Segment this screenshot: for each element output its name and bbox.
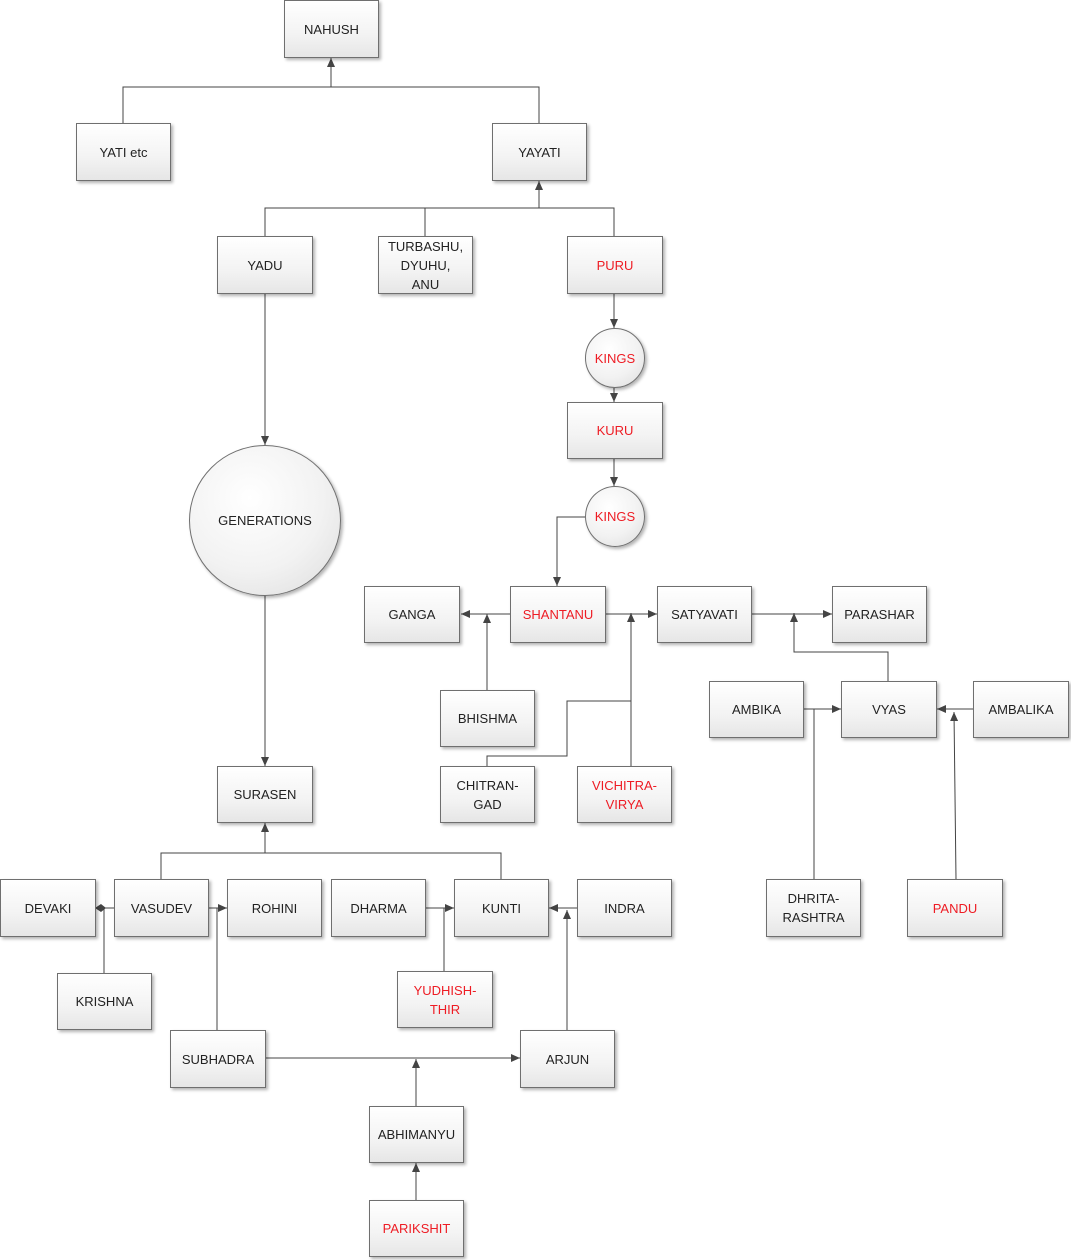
node-bhishma: BHISHMA — [440, 690, 535, 747]
node-kings-2: KINGS — [585, 486, 645, 547]
node-vyas: VYAS — [841, 681, 937, 738]
node-chitrangad: CHITRAN- GAD — [440, 766, 535, 823]
node-ambalika: AMBALIKA — [973, 681, 1069, 738]
edge-yadu-to-yayati — [264, 207, 539, 236]
edge-yati-to-nahush — [122, 86, 331, 123]
node-generations: GENERATIONS — [189, 445, 341, 596]
node-pandu: PANDU — [907, 879, 1003, 937]
node-yati: YATI etc — [76, 123, 171, 181]
node-dharma: DHARMA — [331, 879, 426, 937]
node-dhritarashtra: DHRITA- RASHTRA — [766, 879, 861, 937]
node-yadu: YADU — [217, 236, 313, 294]
node-turbashu: TURBASHU, DYUHU, ANU — [378, 236, 473, 294]
node-vasudev: VASUDEV — [114, 879, 209, 937]
node-shantanu: SHANTANU — [510, 586, 606, 643]
node-kunti: KUNTI — [454, 879, 549, 937]
node-kuru: KURU — [567, 402, 663, 459]
node-satyavati: SATYAVATI — [657, 586, 752, 643]
node-ganga: GANGA — [364, 586, 460, 643]
edge-puru-to-yayati — [535, 181, 615, 236]
node-ambika: AMBIKA — [709, 681, 804, 738]
edge-pandu-to-union — [950, 711, 959, 880]
node-abhimanyu: ABHIMANYU — [369, 1106, 464, 1163]
node-nahush: NAHUSH — [284, 0, 379, 58]
edge-kings2-to-shantanu — [553, 516, 585, 586]
node-rohini: ROHINI — [227, 879, 322, 937]
node-parashar: PARASHAR — [832, 586, 927, 643]
node-yudhishthir: YUDHISH- THIR — [397, 971, 493, 1028]
edge-vasudev-to-surasen — [160, 852, 265, 879]
edge-yayati-to-nahush — [327, 58, 540, 123]
node-puru: PURU — [567, 236, 663, 294]
node-yayati: YAYATI — [492, 123, 587, 181]
node-indra: INDRA — [577, 879, 672, 937]
node-surasen: SURASEN — [217, 766, 313, 823]
node-krishna: KRISHNA — [57, 973, 152, 1030]
edge-kunti-to-surasen — [261, 823, 502, 879]
edge-chitrangad-to-union — [486, 700, 631, 766]
node-parikshit: PARIKSHIT — [369, 1200, 464, 1257]
node-kings-1: KINGS — [585, 328, 645, 388]
node-vichitravirya: VICHITRA- VIRYA — [577, 766, 672, 823]
node-devaki: DEVAKI — [0, 879, 96, 937]
edge-vyas-to-union — [790, 613, 889, 681]
node-subhadra: SUBHADRA — [170, 1030, 266, 1088]
node-arjun: ARJUN — [520, 1030, 615, 1088]
